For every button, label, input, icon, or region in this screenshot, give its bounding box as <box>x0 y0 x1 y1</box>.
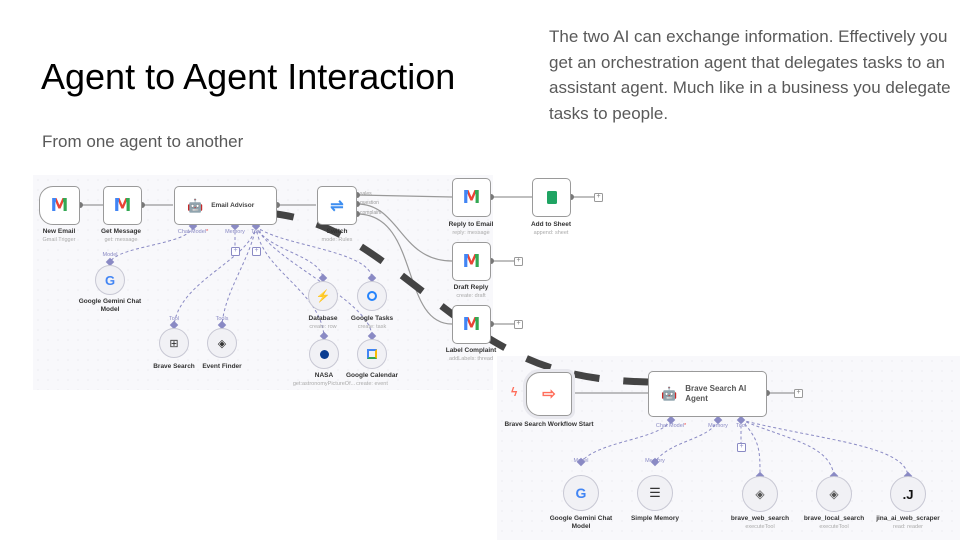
trigger-bolt-icon: ϟ <box>511 385 518 399</box>
robot-icon: 🤖 <box>187 197 204 213</box>
google-calendar-icon <box>367 349 377 359</box>
add-memory-button[interactable]: + <box>231 247 240 256</box>
jina-icon: .J <box>902 486 914 502</box>
node-trigger-label: Brave Search Workflow Start <box>504 421 594 428</box>
switch-output-sales: sales <box>360 191 372 197</box>
sitemap-icon: ⊞ <box>169 337 179 350</box>
subnode-database[interactable]: ⚡ <box>308 281 338 311</box>
gmail-icon: M <box>462 251 481 272</box>
gmail-icon: M <box>50 195 69 216</box>
add-node-button[interactable]: + <box>514 320 523 329</box>
gmail-icon: M <box>462 314 481 335</box>
node-brave-search-ai-agent[interactable]: 🤖 Brave Search AI Agent <box>648 371 767 417</box>
subnode-brave-search[interactable]: ⊞ <box>159 328 189 358</box>
node-new-email[interactable]: M <box>39 186 80 225</box>
port-chat-model: Chat Model* <box>655 423 687 429</box>
node-draft-reply[interactable]: M <box>452 242 491 281</box>
subnode-label: Simple Memory <box>630 515 680 522</box>
subnode-google-tasks[interactable] <box>357 281 387 311</box>
node-reply-to-email[interactable]: M <box>452 178 491 217</box>
add-node-button[interactable]: + <box>514 257 523 266</box>
add-node-button[interactable]: + <box>594 193 603 202</box>
subnode-google-gemini[interactable]: G <box>563 475 599 511</box>
subnode-port-label: Tools <box>215 316 229 322</box>
database-icon: ☰ <box>649 485 661 500</box>
workflow-start-icon: ⇨ <box>542 386 556 403</box>
mcp-icon: ◈ <box>755 487 765 501</box>
google-sheets-icon <box>546 191 557 204</box>
google-icon: G <box>575 485 587 501</box>
port-chat-model: Chat Model* <box>177 229 209 235</box>
node-get-message[interactable]: M <box>103 186 142 225</box>
subnode-port-label: Tool <box>168 316 180 322</box>
subnode-label: Brave Search <box>153 363 195 370</box>
node-add-to-sheet[interactable] <box>532 178 571 217</box>
subnode-label: Google Gemini Chat Model <box>549 515 613 530</box>
subnode-simple-memory[interactable]: ☰ <box>637 475 673 511</box>
gmail-icon: M <box>462 187 481 208</box>
subnode-label: Event Finder <box>202 363 242 370</box>
gmail-icon: M <box>113 195 132 216</box>
subnode-brave-web-search[interactable]: ◈ <box>742 476 778 512</box>
mcp-icon: ◈ <box>829 487 839 501</box>
subnode-jina-ai-web-scraper[interactable]: .J <box>890 476 926 512</box>
port-memory: Memory <box>708 423 728 429</box>
google-icon: G <box>104 272 116 288</box>
add-node-button[interactable]: + <box>794 389 803 398</box>
switch-output-complaint: complaint <box>360 210 382 216</box>
supabase-icon: ⚡ <box>315 289 331 303</box>
slide-subtitle: From one agent to another <box>42 132 244 151</box>
slide-title: Agent to Agent Interaction <box>41 56 456 97</box>
subnode-port-label: Model <box>573 458 589 464</box>
nasa-icon <box>319 349 329 359</box>
add-tool-button[interactable]: + <box>252 247 261 256</box>
port-memory: Memory <box>225 229 245 235</box>
google-tasks-icon <box>367 291 377 301</box>
subnode-google-gemini[interactable]: G <box>95 265 125 295</box>
node-label-complaint[interactable]: M <box>452 305 491 344</box>
subnode-label: Google Gemini Chat Model <box>78 298 142 313</box>
node-switch[interactable]: ⇌ <box>317 186 357 225</box>
subnode-nasa[interactable] <box>309 339 339 369</box>
slide-description: The two AI can exchange information. Eff… <box>549 27 951 123</box>
mcp-icon: ◈ <box>217 337 227 350</box>
subnode-port-label: Memory <box>645 458 665 464</box>
subnode-brave-local-search[interactable]: ◈ <box>816 476 852 512</box>
port-tool: Tool <box>735 423 747 429</box>
subnode-port-label: Model <box>102 252 118 258</box>
subnode-google-calendar[interactable] <box>357 339 387 369</box>
add-tool-button[interactable]: + <box>737 443 746 452</box>
node-brave-search-workflow-start[interactable]: ⇨ <box>526 372 572 416</box>
switch-output-question: question <box>360 200 379 206</box>
node-email-advisor[interactable]: 🤖 Email Advisor <box>174 186 277 225</box>
robot-icon: 🤖 <box>661 386 678 401</box>
subnode-event-finder[interactable]: ◈ <box>207 328 237 358</box>
signpost-icon: ⇌ <box>330 197 344 215</box>
port-tool: Tool <box>250 229 262 235</box>
